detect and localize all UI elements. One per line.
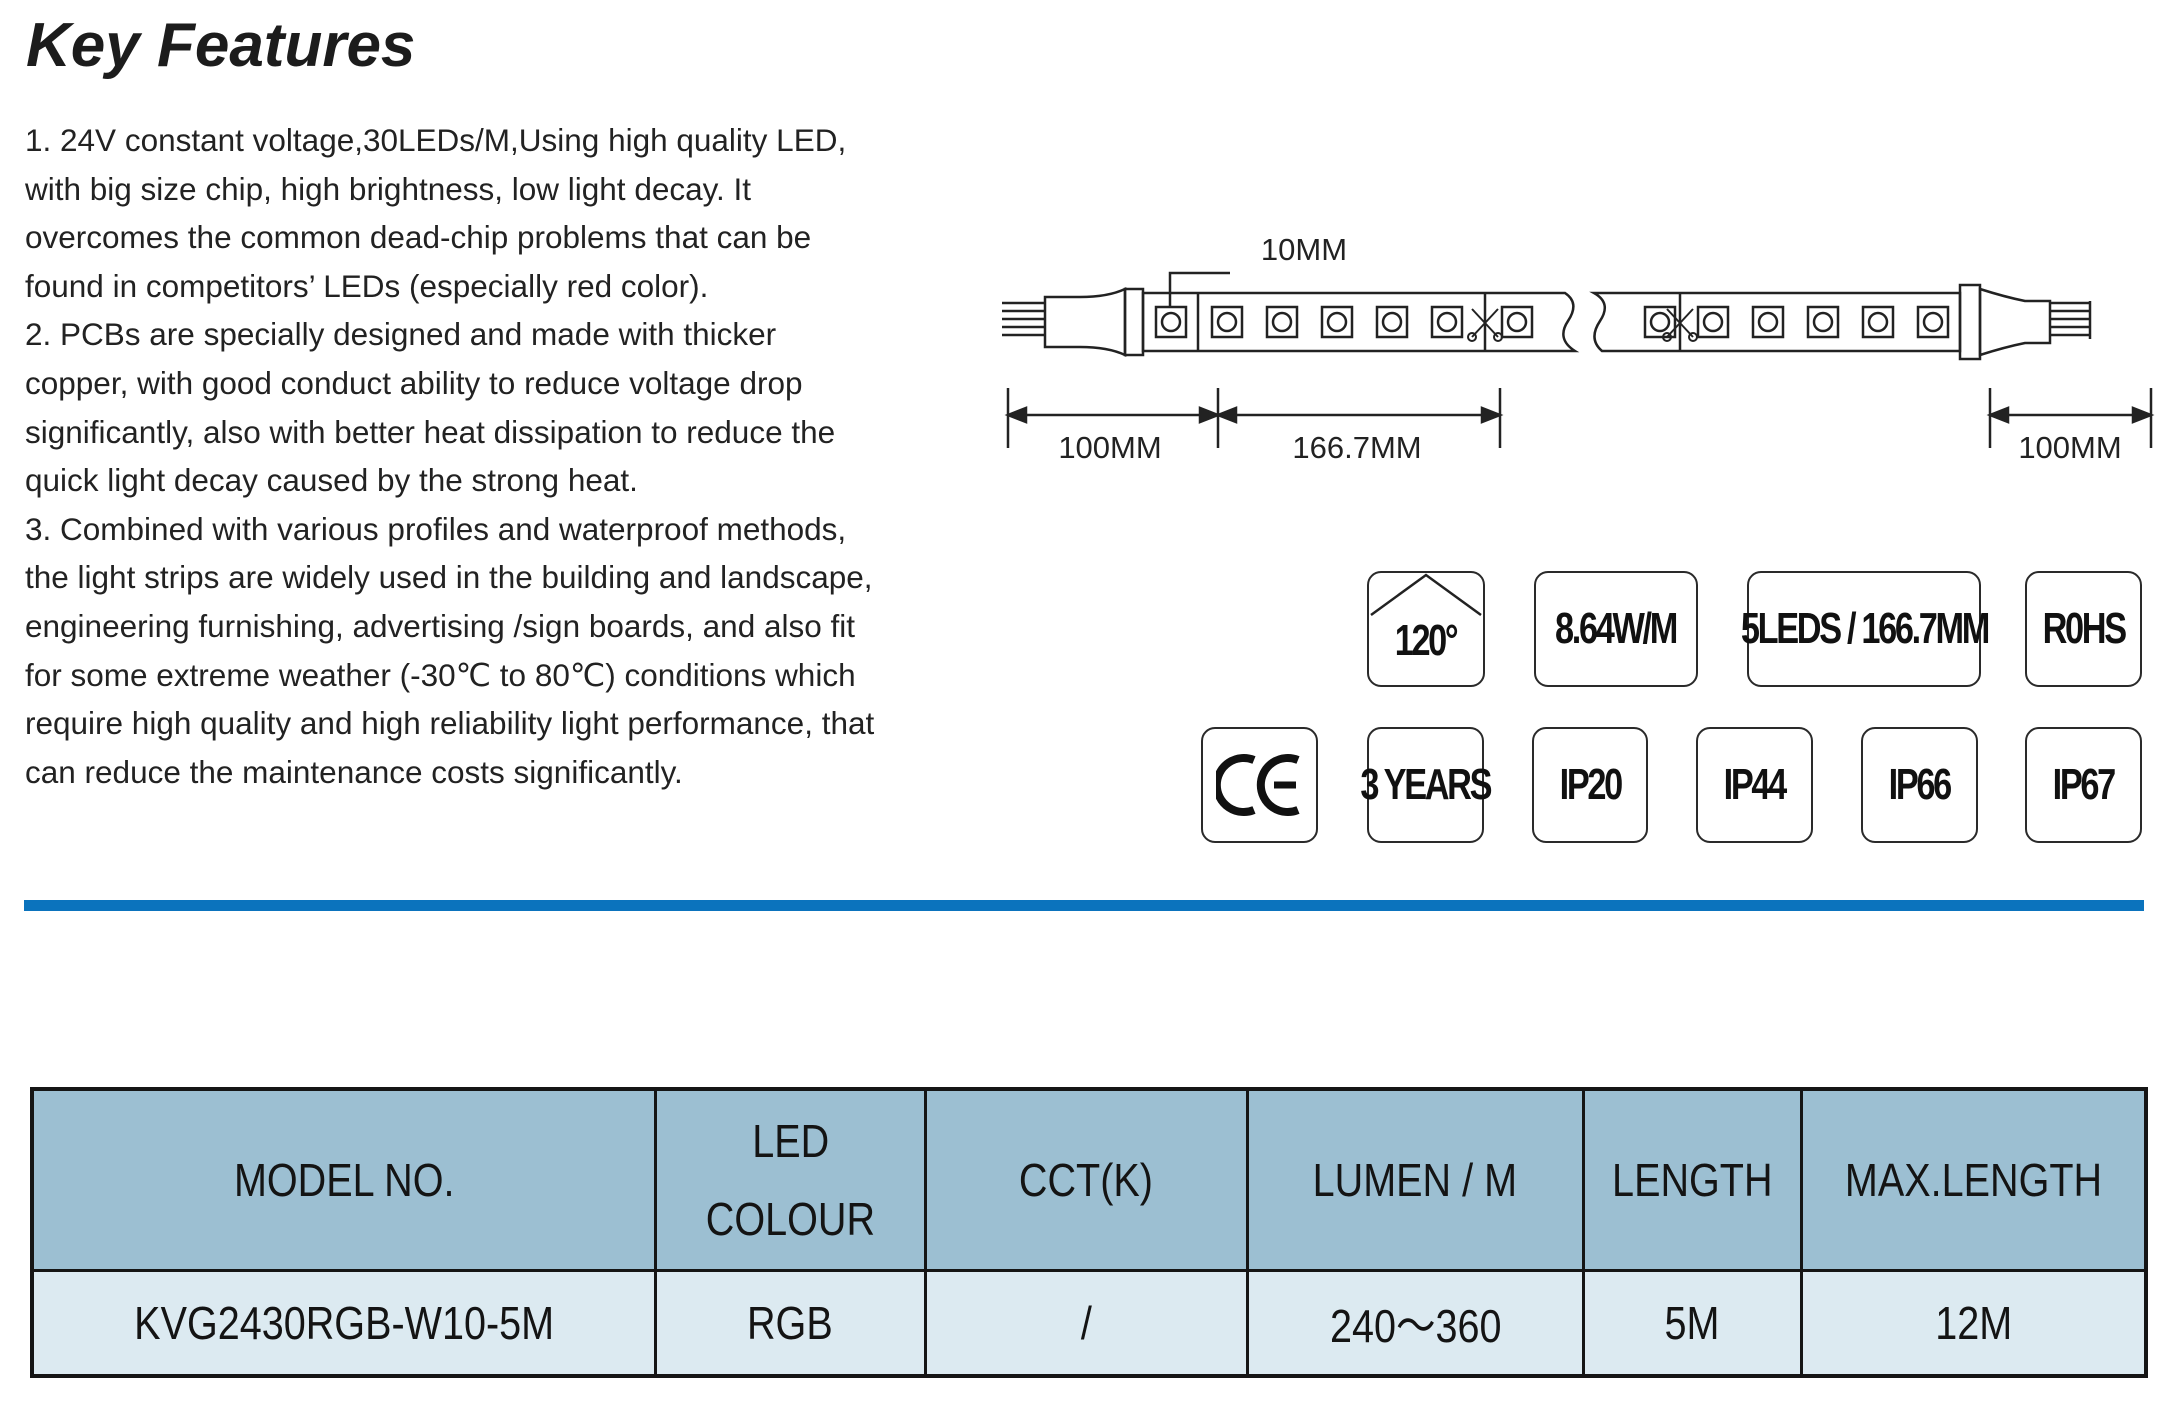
col-header-lumen: LUMEN / M xyxy=(1245,1087,1585,1272)
ip67-label: IP67 xyxy=(2052,760,2117,809)
led-strip-diagram: 10MM 100MM 166.7MM 100MM xyxy=(1002,232,2155,465)
ce-mark-icon xyxy=(1215,754,1300,816)
warranty-badge: 3 YEARS xyxy=(1361,727,1493,843)
col-header-length: LENGTH xyxy=(1581,1087,1803,1272)
feature-item-1: 1. 24V constant voltage,30LEDs/M,Using h… xyxy=(25,122,847,304)
ce-badge xyxy=(1201,727,1318,843)
led-count-label: 5LEDS / 166.7MM xyxy=(1740,604,1990,653)
page-title: Key Features xyxy=(26,11,416,80)
ip44-label: IP44 xyxy=(1723,760,1788,809)
beam-angle-label: 120° xyxy=(1395,616,1459,665)
scissors-icon xyxy=(1467,308,1698,342)
led-chip-icons xyxy=(1154,305,1950,339)
rohs-label: R0HS xyxy=(2042,604,2127,653)
cell-led-colour: RGB xyxy=(653,1269,927,1378)
cell-cct: / xyxy=(923,1269,1249,1378)
lead-left-label: 100MM xyxy=(1058,430,1161,465)
ip66-badge: IP66 xyxy=(1861,727,1978,843)
power-label: 8.64W/M xyxy=(1555,604,1679,653)
col-header-cct: CCT(K) xyxy=(923,1087,1249,1272)
feature-item-3: 3. Combined with various profiles and wa… xyxy=(25,510,875,790)
cell-max-length: 12M xyxy=(1799,1269,2148,1378)
led-count-badge: 5LEDS / 166.7MM xyxy=(1740,571,1990,687)
cell-lumen: 240～360 xyxy=(1245,1269,1585,1378)
table-row: KVG2430RGB-W10-5M RGB / 240～360 5M 12M xyxy=(30,1269,2148,1378)
beam-angle-badge: 120° xyxy=(1367,571,1485,687)
ip20-badge: IP20 xyxy=(1532,727,1648,843)
ip20-label: IP20 xyxy=(1559,760,1623,809)
section-divider xyxy=(24,900,2144,911)
feature-item-2: 2. PCBs are specially designed and made … xyxy=(25,316,836,499)
ip67-badge: IP67 xyxy=(2025,727,2142,843)
ip66-label: IP66 xyxy=(1888,760,1953,809)
cell-model: KVG2430RGB-W10-5M xyxy=(30,1269,657,1378)
cut-length-label: 166.7MM xyxy=(1292,430,1421,465)
ip44-badge: IP44 xyxy=(1696,727,1813,843)
col-header-max-length: MAX.LENGTH xyxy=(1799,1087,2148,1272)
power-badge: 8.64W/M xyxy=(1534,571,1698,687)
led-pitch-label: 10MM xyxy=(1261,232,1347,267)
warranty-label: 3 YEARS xyxy=(1360,760,1493,809)
rohs-badge: R0HS xyxy=(2025,571,2142,687)
beam-angle-icon xyxy=(1370,573,1482,617)
col-header-model: MODEL NO. xyxy=(30,1087,657,1272)
lead-right-label: 100MM xyxy=(2018,430,2121,465)
features-list: 1. 24V constant voltage,30LEDs/M,Using h… xyxy=(25,116,885,796)
cell-length: 5M xyxy=(1581,1269,1803,1378)
